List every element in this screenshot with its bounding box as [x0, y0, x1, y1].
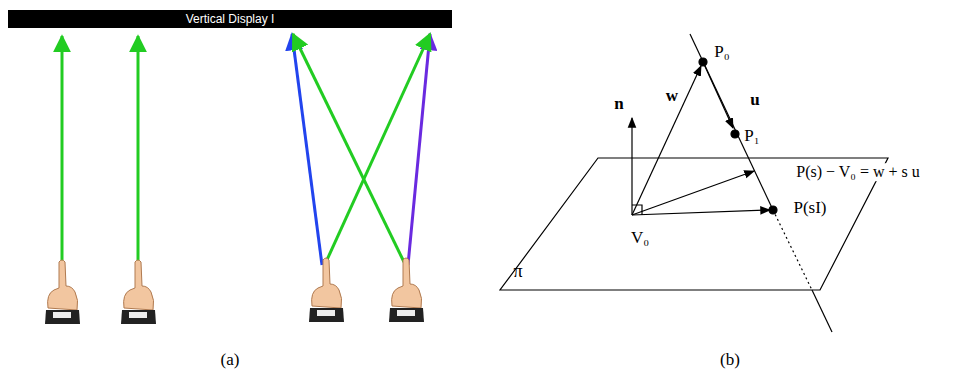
point-label: V₀ [629, 229, 651, 248]
vector-label: w [664, 87, 680, 106]
display-bar: Vertical Display I [8, 10, 452, 28]
plane-label: π [511, 262, 524, 282]
point-label: P(sI) [791, 199, 828, 218]
point-label: P₁ [742, 127, 761, 146]
plane-geometry [500, 34, 888, 332]
point-label: P₀ [712, 43, 731, 62]
display-title: Vertical Display I [186, 12, 275, 26]
vector-label: n [612, 95, 625, 114]
hand-icons [45, 258, 424, 324]
panel-caption: (b) [718, 351, 742, 370]
equation-label: P(s) − V₀ = w + s u [794, 163, 921, 181]
pointing-rays [62, 34, 430, 268]
panel-caption: (a) [219, 351, 242, 370]
vector-label: u [748, 91, 761, 110]
